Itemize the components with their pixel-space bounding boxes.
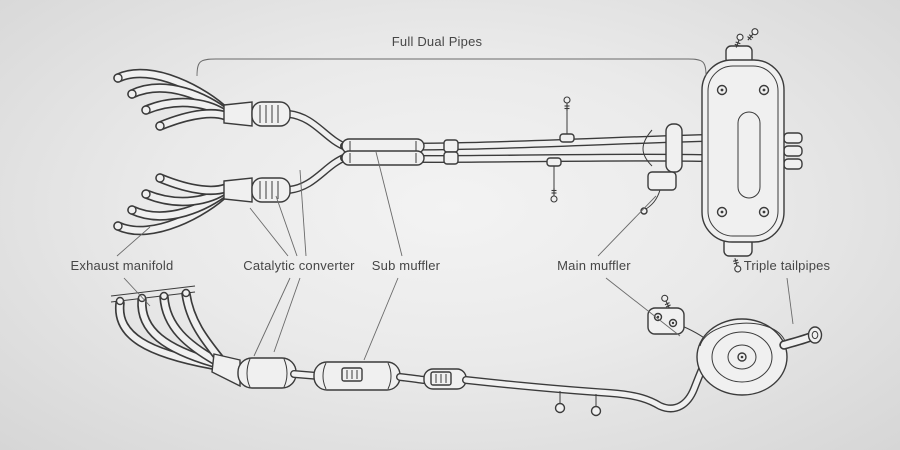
label-main-muffler: Main muffler [557,258,631,273]
top-view [113,26,803,274]
muffler-mount-bracket [647,293,715,347]
hanger-side-2 [590,394,602,417]
leader-sub-muffler-up [375,151,403,257]
leader-main-muffler-down [605,277,681,337]
sub-muffler-top-view [341,138,425,166]
label-catalytic-converter: Catalytic converter [243,258,355,273]
label-full-dual-pipes: Full Dual Pipes [392,34,483,49]
tailpipe-stub-1 [783,132,803,144]
tailpipe-stub-2 [783,145,803,157]
label-triple-tailpipes: Triple tailpipes [744,258,831,273]
label-sub-muffler: Sub muffler [372,258,441,273]
main-muffler-top-view [701,26,803,274]
exhaust-manifold-upper [113,68,231,131]
tailpipe-side [779,326,823,350]
muffler-inlet-assembly [640,123,683,215]
labels: Full Dual Pipes Exhaust manifold Catalyt… [71,34,831,273]
exhaust-manifold-side [110,285,225,370]
catalytic-converter-upper [223,101,291,127]
leader-cat-up-2 [275,195,298,257]
pipe-sub-to-sleeve [397,374,427,383]
pipe-clamps [443,139,459,165]
catalytic-converter-side [211,353,297,389]
label-exhaust-manifold: Exhaust manifold [71,258,174,273]
leader-cat-down-2 [273,277,301,353]
hanger-upper [559,96,575,143]
leader-sub-muffler-down [363,277,399,361]
bracket-full-dual-pipes [196,58,707,77]
leader-exhaust-manifold-up [116,226,151,257]
tailpipe-stub-3 [783,158,803,170]
sub-muffler-side [313,361,401,391]
side-view [110,285,823,417]
hanger-side-1 [554,391,566,414]
catalytic-converter-lower [223,177,291,203]
leader-lines [116,58,794,361]
leader-cat-down-1 [253,277,291,357]
leader-cat-up-3 [299,169,307,257]
leader-cat-up-1 [249,207,289,257]
leader-tailpipes-down [786,277,794,325]
exhaust-manifold-lower [113,173,231,236]
rear-pipe [463,349,715,411]
main-muffler-side [696,318,788,396]
leader-main-muffler-up [597,195,657,257]
leader-exhaust-manifold-down [123,277,151,307]
resonator-sleeve [423,368,467,390]
hanger-lower [546,157,562,203]
rear-pipe [462,348,716,413]
